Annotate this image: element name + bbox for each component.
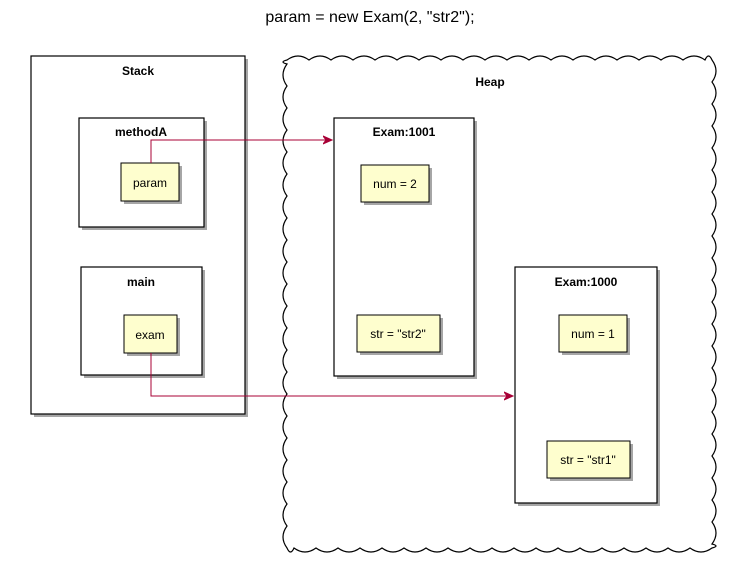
exam-1001-str-text: str = "str2" [370,327,426,341]
diagram-title: param = new Exam(2, "str2"); [265,9,474,26]
exam-1000-str-text: str = "str1" [560,453,616,467]
main-frame: main [80,266,205,378]
heap-label: Heap [475,75,504,89]
exam-variable-label: exam [135,328,164,342]
exam-1000-num-field: num = 1 [558,314,630,355]
param-variable: param [120,162,182,204]
exam-1000-label: Exam:1000 [555,275,618,289]
param-reference-arrow [150,140,332,163]
exam-1001-num-field: num = 2 [360,164,432,205]
exam-1001-num-text: num = 2 [373,177,417,191]
param-variable-label: param [133,176,167,190]
methoda-label: methodA [115,125,167,139]
exam-reference-arrow [150,353,513,396]
exam-1001-label: Exam:1001 [373,125,436,139]
exam-variable: exam [123,314,180,356]
main-label: main [127,275,155,289]
exam-1000-num-text: num = 1 [571,327,615,341]
exam-1000-str-field: str = "str1" [546,440,633,481]
stack-label: Stack [122,64,154,78]
exam-1001-str-field: str = "str2" [356,314,443,355]
